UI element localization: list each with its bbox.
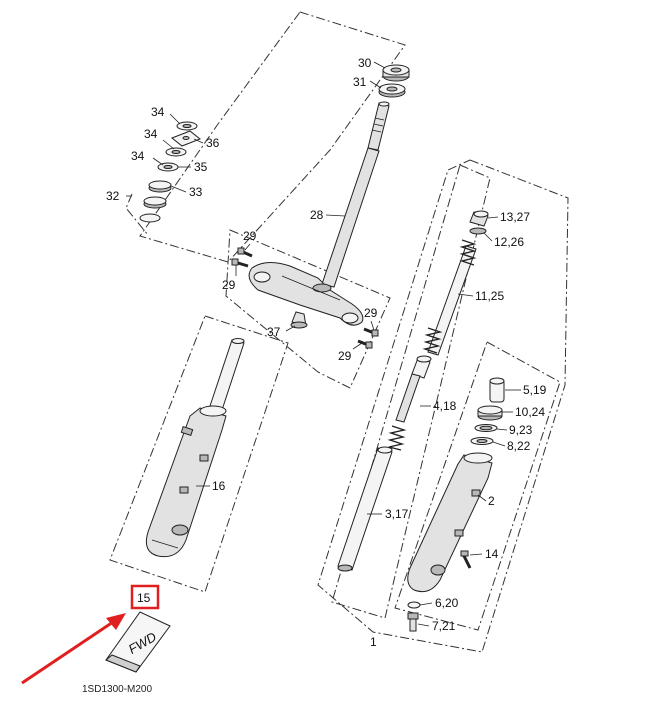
callout-16: 16 — [212, 479, 226, 493]
leader-33 — [170, 185, 187, 193]
left-fork-group-boundary — [109, 315, 289, 593]
callout-4-18: 4,18 — [433, 399, 457, 413]
callout-35: 35 — [194, 160, 208, 174]
callout-11-25: 11,25 — [475, 289, 504, 303]
washer-8-22 — [470, 437, 494, 445]
leader-7-21 — [417, 623, 430, 627]
callout-29-a: 29 — [243, 229, 257, 243]
leader-30 — [373, 61, 386, 69]
leader-34a — [169, 113, 181, 125]
callout-29-c: 29 — [364, 306, 378, 320]
dust-seal-30 — [382, 64, 410, 82]
callout-6-20: 6,20 — [435, 596, 459, 610]
bracket-group-boundary — [225, 229, 391, 389]
damper-group-boundary — [394, 341, 561, 631]
callout-34-a: 34 — [151, 105, 165, 119]
leader-9-23 — [496, 428, 508, 431]
callout-12-26: 12,26 — [494, 235, 524, 249]
right-fork-group-boundary — [317, 159, 569, 653]
callout-14: 14 — [485, 547, 499, 561]
inner-tube-3-17 — [337, 446, 393, 572]
bolt-29-a — [237, 247, 253, 258]
callout-15-highlight-box — [130, 584, 160, 610]
leader-2 — [477, 494, 487, 502]
leader-29d — [352, 342, 363, 350]
callout-33: 33 — [189, 185, 203, 199]
leader-34b — [162, 139, 175, 150]
callout-10-24: 10,24 — [515, 405, 545, 419]
callout-29-d: 29 — [338, 349, 352, 363]
steering-stem-28 — [321, 101, 390, 288]
leader-29a — [244, 243, 251, 251]
callout-37: 37 — [267, 325, 281, 339]
callout-34-c: 34 — [131, 149, 145, 163]
damper-rod-4-18 — [387, 355, 432, 451]
callout-36: 36 — [206, 136, 220, 150]
bolt-14 — [460, 550, 472, 569]
red-pointer-arrow — [21, 613, 126, 685]
callout-15: 15 — [137, 591, 151, 605]
leader-37 — [285, 325, 296, 332]
callout-31: 31 — [353, 75, 367, 89]
callout-34-b: 34 — [144, 127, 158, 141]
callout-7-21: 7,21 — [432, 619, 456, 633]
outer-tube-2 — [407, 452, 493, 593]
leader-6-20 — [419, 602, 433, 606]
bolt-7-21 — [407, 612, 419, 632]
bolt-29-c — [363, 327, 379, 337]
callout-8-22: 8,22 — [507, 439, 531, 453]
leader-28 — [325, 214, 346, 217]
clip-9-23 — [474, 424, 498, 432]
callout-32: 32 — [106, 189, 120, 203]
callout-13-27: 13,27 — [500, 210, 530, 224]
leader-34c — [152, 157, 164, 166]
oil-seal-10-24 — [477, 405, 503, 421]
leader-36 — [193, 138, 204, 144]
damper-piece-5-19 — [489, 377, 505, 403]
leader-31 — [369, 80, 382, 89]
leader-14 — [469, 553, 483, 556]
callout-3-17: 3,17 — [385, 507, 409, 521]
bracket-32 — [125, 193, 149, 236]
leader-29c — [370, 320, 375, 331]
bolt-29-d — [357, 339, 373, 349]
cap-bolt-13-27 — [469, 210, 489, 235]
callout-5-19: 5,19 — [523, 383, 547, 397]
spring-11-25 — [422, 239, 477, 356]
bearing-31 — [378, 83, 406, 98]
bolt-29-b — [231, 258, 249, 268]
diagram-code: 1SD1300-M200 — [82, 684, 152, 695]
callout-28: 28 — [310, 208, 324, 222]
callout-29-b: 29 — [222, 278, 236, 292]
under-bracket — [248, 262, 364, 326]
leader-11-25 — [457, 293, 474, 297]
callout-30: 30 — [358, 56, 372, 70]
leader-13-27 — [487, 216, 499, 219]
leader-8-22 — [492, 441, 506, 447]
callout-2: 2 — [488, 494, 495, 508]
callout-9-23: 9,23 — [509, 423, 533, 437]
cable-holder-37 — [290, 311, 308, 329]
callout-1: 1 — [370, 635, 377, 649]
leader-12-26 — [483, 232, 493, 242]
left-fork-16 — [145, 338, 245, 558]
gasket-6-20 — [407, 601, 421, 609]
steering-group-boundary — [139, 11, 406, 263]
